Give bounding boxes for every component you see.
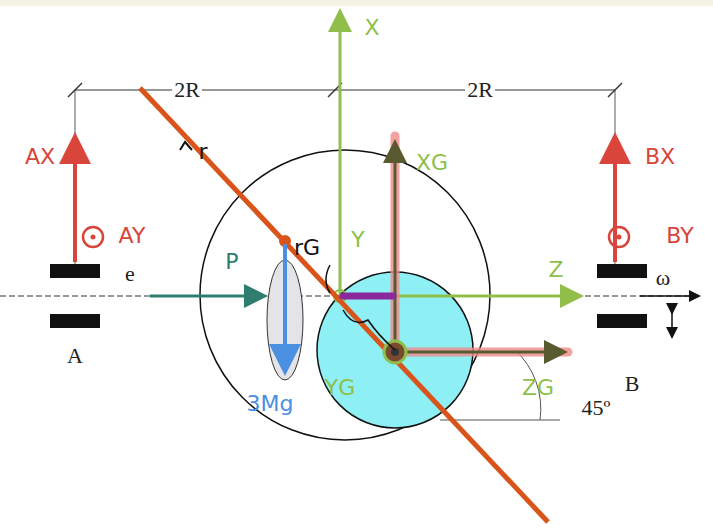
axis-label: ZG (522, 377, 554, 399)
axis-label: Z (548, 259, 563, 281)
force-label: 3Mg (247, 393, 294, 415)
vector-label: r (198, 141, 207, 163)
omega-label: ω (654, 267, 672, 289)
axis-label: X (364, 17, 379, 39)
force-label: AX (25, 146, 55, 168)
point-label: B (623, 373, 642, 395)
dimension: e (123, 263, 137, 285)
force-label: AY (119, 225, 146, 247)
angle-label: 45º (580, 397, 613, 419)
axis-label: YG (325, 377, 356, 399)
force-label: BY (666, 225, 693, 247)
dimension: 2R (172, 79, 202, 101)
dimension: 2R (465, 79, 495, 101)
point-label: A (65, 345, 85, 367)
force-label: BX (645, 146, 675, 168)
force-label: P (225, 251, 238, 273)
axis-label: XG (416, 152, 448, 174)
vector-label: rG (294, 237, 320, 259)
axis-label: Y (351, 229, 364, 251)
